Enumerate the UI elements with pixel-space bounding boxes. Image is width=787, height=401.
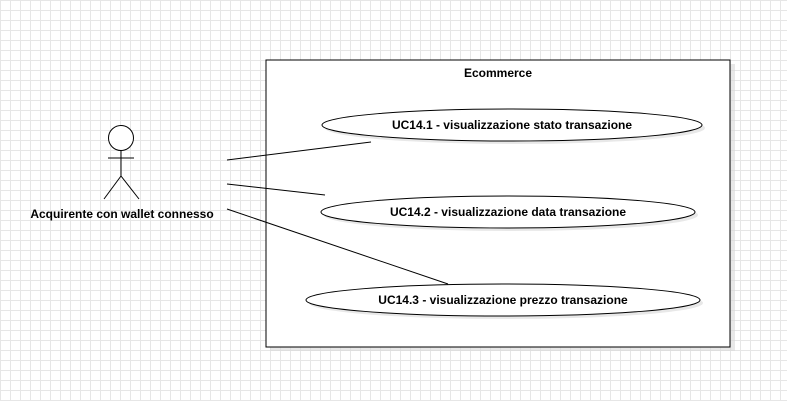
actor-label: Acquirente con wallet connesso — [30, 207, 213, 221]
use-case-label: UC14.2 - visualizzazione data transazion… — [390, 205, 626, 219]
use-case-uc14-1[interactable]: UC14.1 - visualizzazione stato transazio… — [321, 108, 705, 144]
use-case-uc14-2[interactable]: UC14.2 - visualizzazione data transazion… — [320, 195, 698, 231]
actor-head — [108, 125, 134, 151]
use-case-uc14-3[interactable]: UC14.3 - visualizzazione prezzo transazi… — [305, 283, 703, 319]
use-case-label: UC14.1 - visualizzazione stato transazio… — [392, 118, 632, 132]
association-line-uc14-3[interactable] — [226, 208, 449, 285]
actor-stick-figure-icon — [103, 125, 140, 200]
use-case-ellipse — [321, 108, 703, 142]
association-line-uc14-1[interactable] — [226, 141, 372, 161]
use-case-label: UC14.3 - visualizzazione prezzo transazi… — [378, 293, 628, 307]
use-case-ellipse — [320, 195, 696, 229]
associations — [226, 141, 449, 285]
system-title: Ecommerce — [464, 66, 532, 80]
use-case-ellipse — [305, 283, 701, 317]
actor-left-leg — [103, 175, 122, 200]
actor[interactable]: Acquirente con wallet connesso — [30, 125, 214, 222]
association-line-uc14-2[interactable] — [226, 183, 326, 196]
actor-right-leg — [120, 175, 140, 200]
